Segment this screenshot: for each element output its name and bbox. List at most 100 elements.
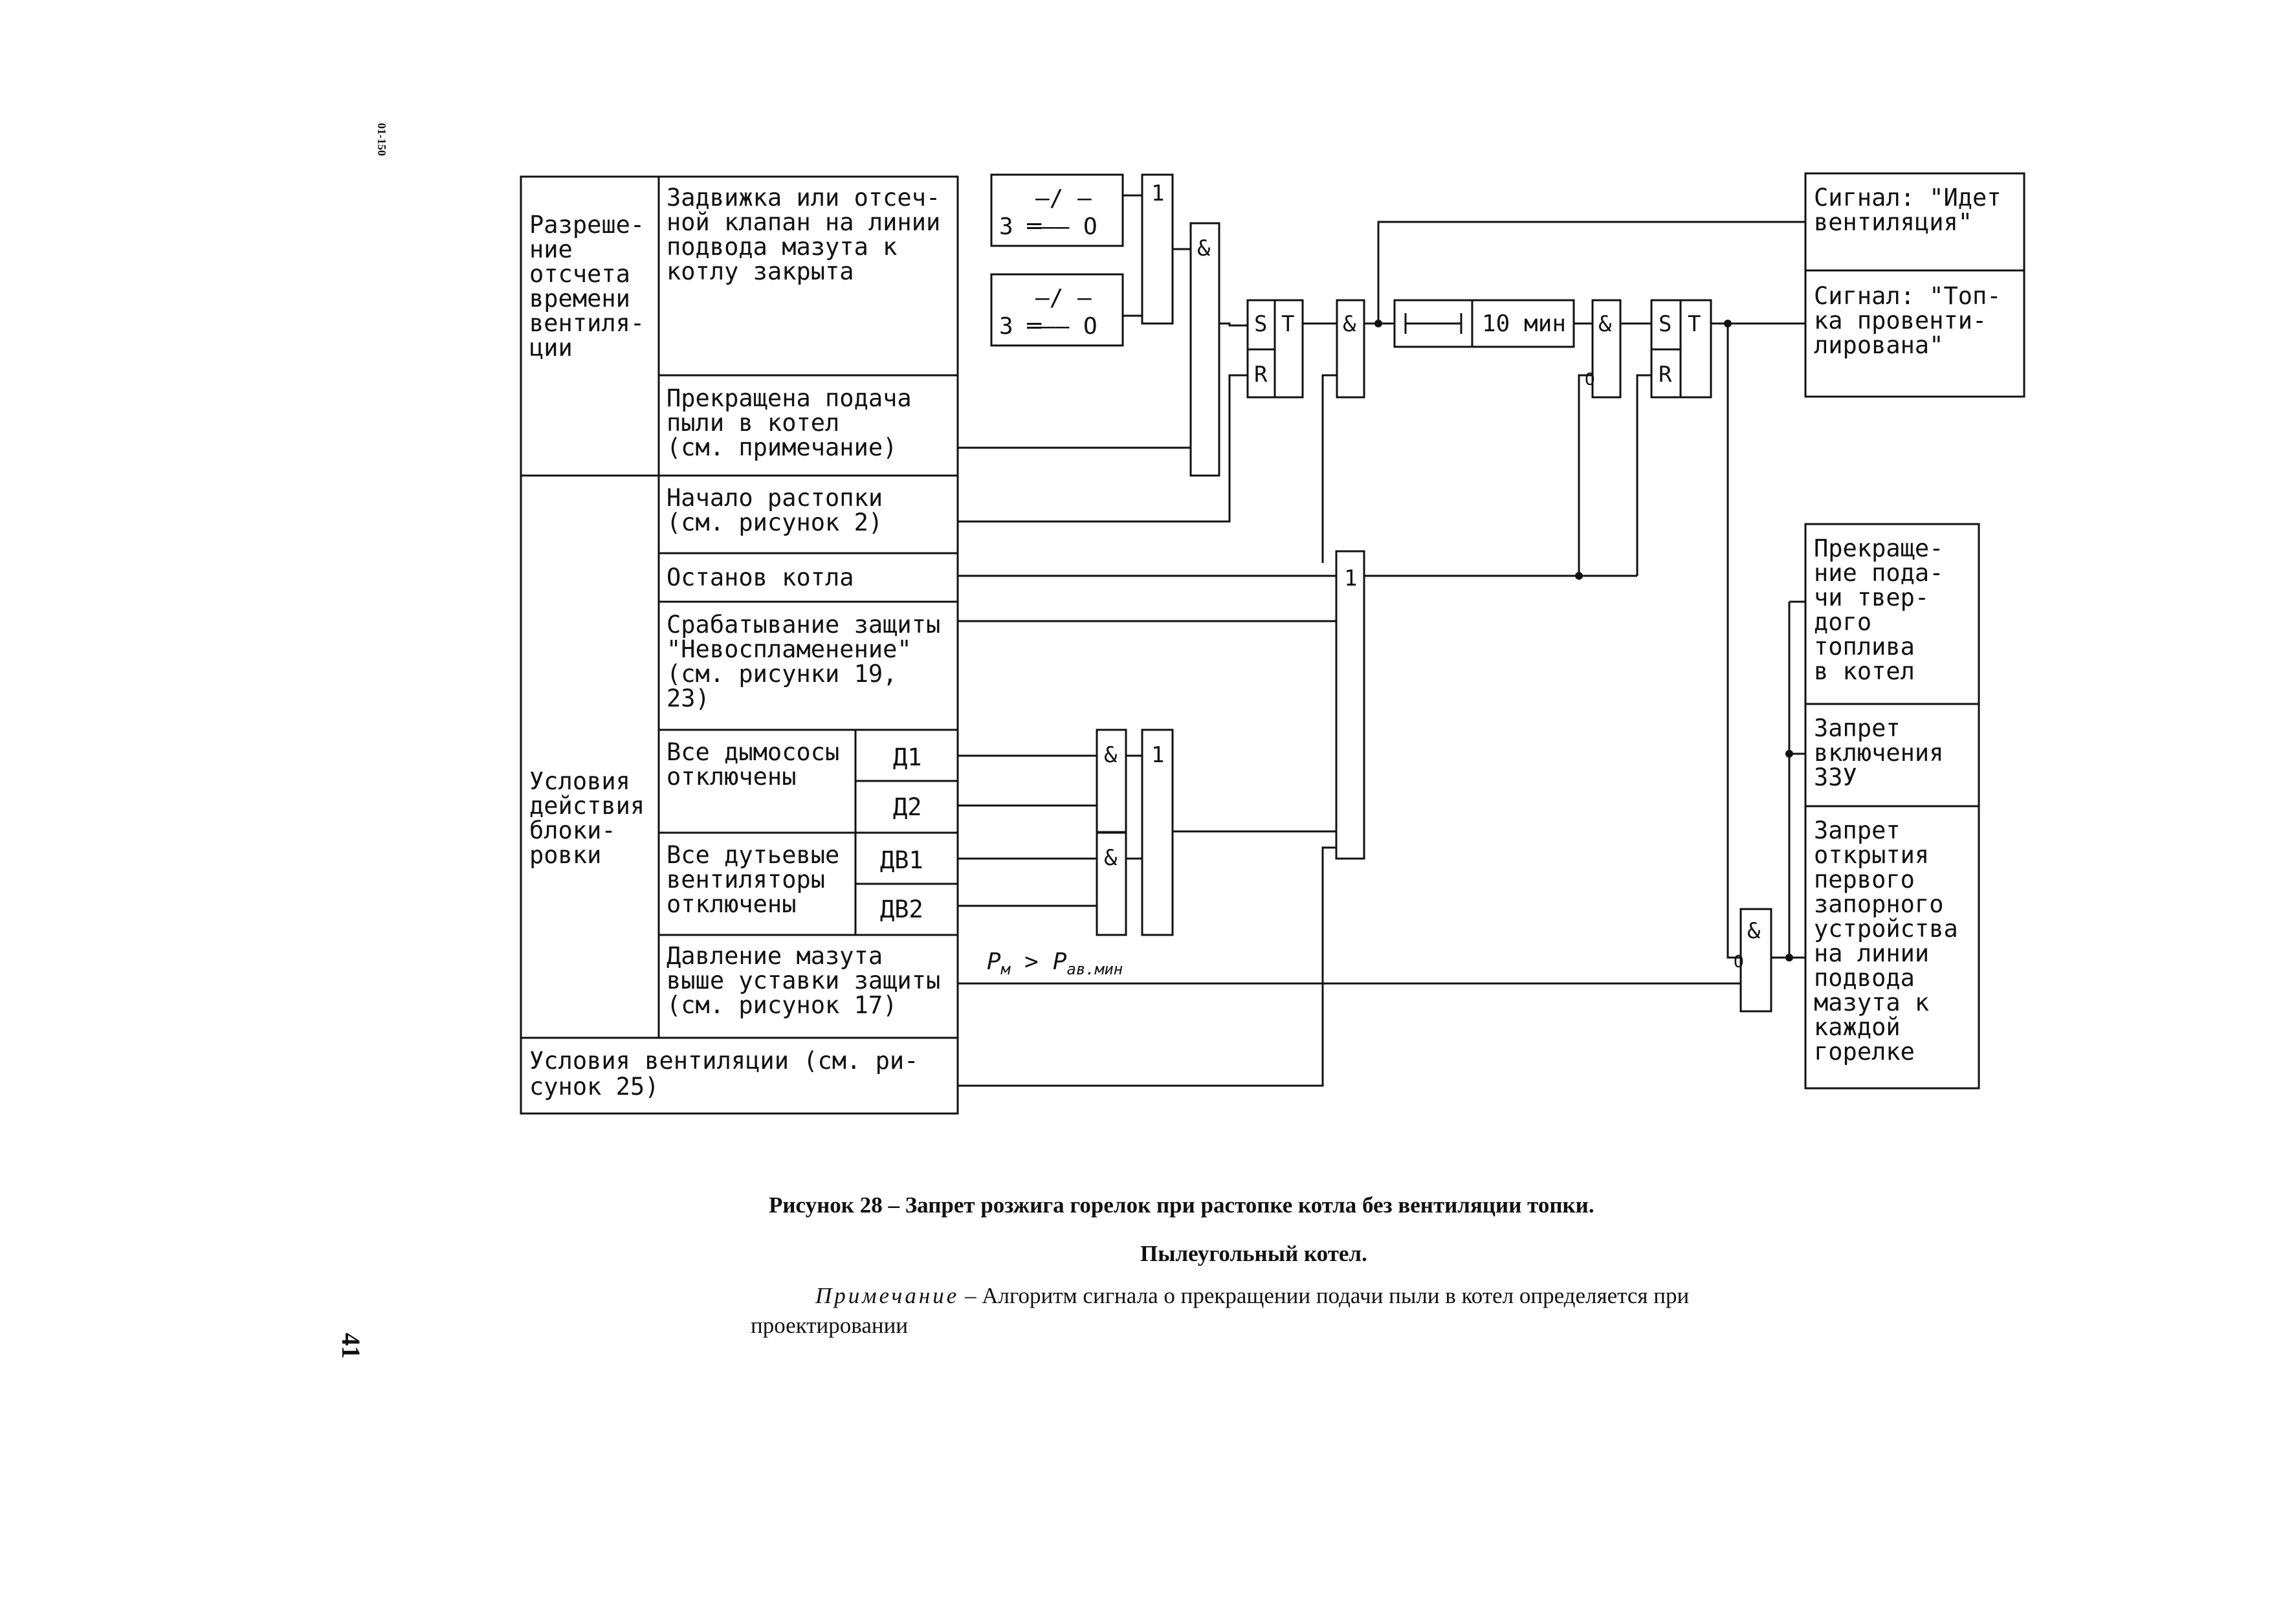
and-gate-2-label: & (1343, 311, 1356, 337)
and-gate-smoke-label: & (1104, 742, 1118, 768)
row-valve-closed-line: подвода мазута к (667, 233, 897, 261)
and-gate-2 (1336, 299, 1365, 399)
vent-conditions-line: Условия вентиляции (см. ри- (529, 1047, 918, 1075)
conditions-label-line: блоки- (529, 817, 616, 844)
svg-text:ровки: ровки (529, 841, 601, 869)
tag-d1: Д1 (893, 743, 922, 771)
ban-valve-line: запорного (1814, 890, 1943, 918)
row-valve-closed-line: ной клапан на линии (667, 208, 940, 236)
sr1-reset-label: R (1254, 362, 1268, 388)
svg-text:Разреше-: Разреше- (529, 211, 645, 239)
signal-done-line: лирована" (1814, 331, 1943, 359)
svg-text:в котел: в котел (1814, 657, 1915, 685)
permission-label-line: ние (529, 236, 573, 263)
svg-text:(см. рисунок 2): (см. рисунок 2) (667, 509, 883, 536)
row-flame-protection-line: 23) (667, 685, 710, 712)
permission-label-line: отсчета (529, 260, 630, 288)
row-blower-fans-line: отключены (667, 890, 796, 918)
ban-valve-line: каждой (1814, 1013, 1901, 1041)
svg-text:Все дымососы: Все дымососы (667, 738, 839, 766)
svg-text:Сигнал: "Топ-: Сигнал: "Топ- (1814, 282, 2002, 310)
signal-vent-line: Сигнал: "Идет (1814, 184, 2002, 212)
and-gate-3-inverse: О (1585, 370, 1595, 390)
timer-label: 10 мин (1482, 311, 1566, 337)
svg-text:Сигнал: "Идет: Сигнал: "Идет (1814, 184, 2002, 212)
sr2-reset-label: R (1659, 362, 1672, 388)
and-gate-3-label: & (1598, 311, 1612, 337)
or-gate-shutdown-label: 1 (1344, 565, 1357, 591)
tag-d2: Д2 (893, 793, 922, 821)
svg-text:отсчета: отсчета (529, 260, 630, 288)
and-gate-4-inverse: О (1734, 952, 1744, 972)
conditions-label-line: Условия (529, 767, 630, 795)
row-blower-fans-line: вентиляторы (667, 866, 825, 894)
svg-text:ции: ции (529, 334, 573, 362)
switch-2-label: З ═—— О (999, 313, 1097, 340)
svg-text:Запрет: Запрет (1814, 714, 1901, 742)
stop-solid-fuel-line: топлива (1814, 633, 1915, 661)
row-valve-closed-line: котлу закрыта (667, 258, 854, 285)
pressure-pm: Р (987, 949, 1001, 975)
signal-done-line: Сигнал: "Топ- (1814, 282, 2002, 310)
pressure-condition: Рм>Рав.мин (987, 949, 1123, 978)
svg-text:блоки-: блоки- (529, 817, 616, 844)
svg-text:подвода мазута к: подвода мазута к (667, 233, 897, 261)
and-gate-smoke (1096, 729, 1127, 833)
ban-valve-line: горелке (1814, 1038, 1915, 1066)
svg-text:топлива: топлива (1814, 633, 1915, 661)
stop-solid-fuel-line: в котел (1814, 657, 1915, 685)
ban-zzu-line: ЗЗУ (1814, 763, 1857, 791)
pressure-gt: > (1024, 949, 1039, 975)
switch-1-state: —/ — (1035, 185, 1092, 212)
tag-dv1: ДВ1 (880, 846, 923, 874)
svg-text:каждой: каждой (1814, 1013, 1901, 1041)
and-gate-blowers-label: & (1104, 845, 1118, 871)
svg-text:вентиляторы: вентиляторы (667, 866, 825, 894)
ban-zzu-line: включения (1814, 739, 1943, 767)
svg-text:дого: дого (1814, 608, 1871, 636)
ban-zzu-line: Запрет (1814, 714, 1901, 742)
svg-text:(см. примечание): (см. примечание) (667, 433, 897, 461)
row-fuel-pressure-line: Давление мазута (667, 942, 883, 970)
or-gate-switches (1141, 173, 1174, 325)
permission-label-line: вентиля- (529, 309, 645, 337)
svg-text:Рм>Рав.мин: Рм>Рав.мин (987, 949, 1123, 978)
ban-valve-line: подвода (1814, 964, 1915, 992)
svg-text:сунок 25): сунок 25) (529, 1073, 659, 1101)
svg-text:открытия: открытия (1814, 841, 1929, 869)
switch-2-state: —/ — (1035, 285, 1092, 311)
svg-text:ка провенти-: ка провенти- (1814, 307, 1987, 335)
ban-valve-line: открытия (1814, 841, 1929, 869)
permission-label-line: Разреше- (529, 211, 645, 239)
svg-text:лирована": лирована" (1814, 331, 1943, 359)
svg-text:Условия: Условия (529, 767, 630, 795)
vent-conditions-line: сунок 25) (529, 1073, 659, 1101)
row-startup-line: (см. рисунок 2) (667, 509, 883, 536)
or-gate-shutdown (1335, 550, 1365, 860)
note-text: – Алгоритм сигнала о прекращении подачи … (751, 1283, 1690, 1338)
signal-vent-line: вентиляция" (1814, 208, 1972, 236)
ban-valve-line: Запрет (1814, 817, 1901, 844)
switch-1-label: З ═—— О (999, 214, 1097, 240)
timer-symbol (1404, 313, 1462, 334)
signal-done-line: ка провенти- (1814, 307, 1987, 335)
and-gate-4 (1739, 908, 1772, 1013)
svg-text:Задвижка или отсеч-: Задвижка или отсеч- (667, 184, 940, 212)
row-flame-protection-line: (см. рисунки 19, (667, 660, 897, 688)
svg-text:Давление мазута: Давление мазута (667, 942, 883, 970)
row-flame-protection-line: "Невоспламенение" (667, 635, 912, 663)
and-gate-3 (1591, 299, 1622, 399)
svg-text:вентиляция": вентиляция" (1814, 208, 1972, 236)
and-gate-permission-label: & (1197, 236, 1211, 261)
pressure-pav: Р (1053, 949, 1067, 975)
permission-label-line: ции (529, 334, 573, 362)
svg-text:Срабатывание защиты: Срабатывание защиты (667, 611, 940, 639)
figure-caption: Рисунок 28 – Запрет розжига горелок при … (769, 1192, 1594, 1218)
svg-text:ние: ние (529, 236, 573, 263)
figure-note: Примечание – Алгоритм сигнала о прекраще… (751, 1281, 1760, 1341)
note-label: Примечание (815, 1283, 960, 1308)
wire-junctions (1374, 320, 1793, 961)
pressure-pm-sub: м (1000, 960, 1011, 978)
svg-text:времени: времени (529, 285, 630, 313)
